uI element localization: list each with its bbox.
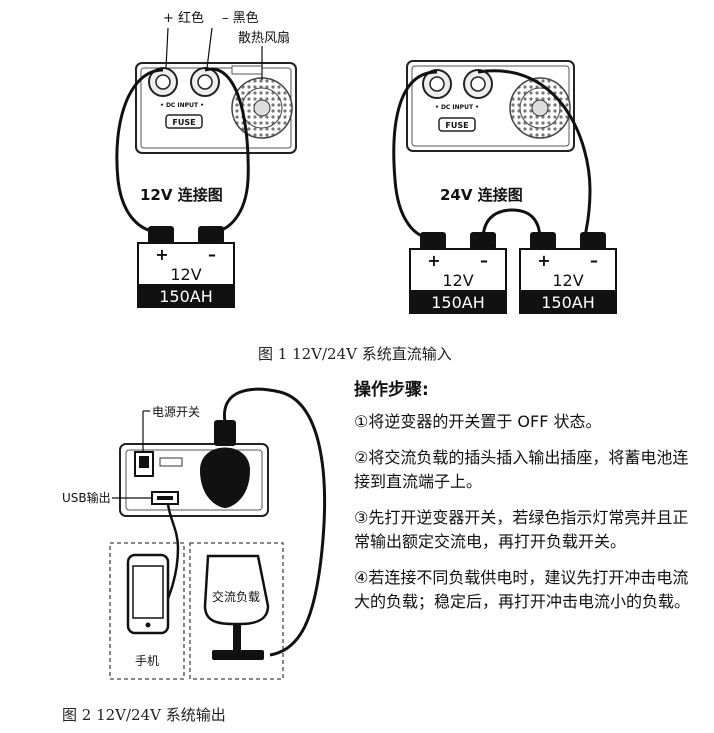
battery-12v: + – 12V 150AH xyxy=(137,226,235,308)
step-item: ③先打开逆变器开关，若绿色指示灯常亮并且正常输出额定交流电，再打开负载开关。 xyxy=(354,508,689,551)
cable-series-link xyxy=(481,208,542,241)
battery-minus: – xyxy=(208,245,216,264)
cable-positive-12v xyxy=(115,68,164,234)
cable-ac-output xyxy=(223,387,327,657)
steps-title: 操作步骤: xyxy=(354,380,429,400)
label-ac-load: 交流负载 xyxy=(212,589,260,604)
fuse-label: FUSE xyxy=(172,118,195,127)
dc-input-label: • DC INPUT • xyxy=(435,104,479,111)
positive-terminal-icon xyxy=(422,69,452,99)
operation-steps: 操作步骤: ①将逆变器的开关置于 OFF 状态。 ②将交流负载的插头插入输出插座… xyxy=(354,378,704,626)
battery-plus: + xyxy=(537,251,550,270)
label-usb: USB输出 xyxy=(62,490,111,505)
battery-24v-a: + – 12V 150AH xyxy=(409,232,507,314)
inverter-12v: • DC INPUT • FUSE xyxy=(135,62,297,154)
label-power-switch: 电源开关 xyxy=(152,405,200,419)
battery-voltage: 12V xyxy=(552,271,583,290)
cable-positive-24v xyxy=(392,70,438,240)
battery-minus: – xyxy=(480,251,488,270)
ac-load-box xyxy=(189,542,284,680)
fan-icon xyxy=(231,77,293,139)
step-item: ④若连接不同负载供电时，建议先打开冲击电流大的负载；稳定后，再打开冲击电流小的负… xyxy=(354,568,691,611)
fuse-icon: FUSE xyxy=(165,114,203,129)
positive-terminal-icon xyxy=(148,67,178,97)
ac-plug-icon xyxy=(200,420,250,508)
cable-negative-24v xyxy=(477,69,592,239)
diagram-12v-title: 12V 连接图 xyxy=(140,186,223,204)
figure1-caption: 图 1 12V/24V 系统直流输入 xyxy=(258,345,452,363)
step-item: ②将交流负载的插头插入输出插座，将蓄电池连接到直流端子上。 xyxy=(354,448,689,491)
diagram-24v-title: 24V 连接图 xyxy=(440,186,523,204)
lamp-icon xyxy=(203,554,270,660)
figure2-caption: 图 2 12V/24V 系统输出 xyxy=(62,706,226,724)
leader-plus xyxy=(165,27,169,69)
phone-box xyxy=(109,542,185,680)
negative-terminal-icon xyxy=(463,69,493,99)
label-plus-red: + 红色 xyxy=(163,10,204,26)
battery-voltage: 12V xyxy=(170,265,201,284)
battery-plus: + xyxy=(155,245,168,264)
label-fan: 散热风扇 xyxy=(238,30,290,46)
leader-minus xyxy=(206,27,213,69)
phone-icon xyxy=(126,553,170,635)
cable-negative-12v xyxy=(204,67,250,234)
fan-icon xyxy=(509,77,571,139)
label-phone: 手机 xyxy=(135,654,159,668)
inverter-24v: • DC INPUT • FUSE xyxy=(406,60,575,152)
battery-voltage: 12V xyxy=(442,271,473,290)
negative-terminal-icon xyxy=(190,67,220,97)
battery-minus: – xyxy=(590,251,598,270)
label-minus-black: – 黑色 xyxy=(222,10,259,26)
dc-input-label: • DC INPUT • xyxy=(160,102,204,109)
fuse-label: FUSE xyxy=(445,121,468,130)
battery-capacity: 150AH xyxy=(431,293,485,312)
battery-capacity: 150AH xyxy=(541,293,595,312)
battery-capacity: 150AH xyxy=(159,287,213,306)
step-item: ①将逆变器的开关置于 OFF 状态。 xyxy=(354,412,602,431)
fuse-icon: FUSE xyxy=(438,117,476,132)
battery-plus: + xyxy=(427,251,440,270)
power-switch-icon xyxy=(134,451,154,477)
battery-24v-b: + – 12V 150AH xyxy=(519,232,617,314)
usb-port-icon xyxy=(151,491,179,505)
